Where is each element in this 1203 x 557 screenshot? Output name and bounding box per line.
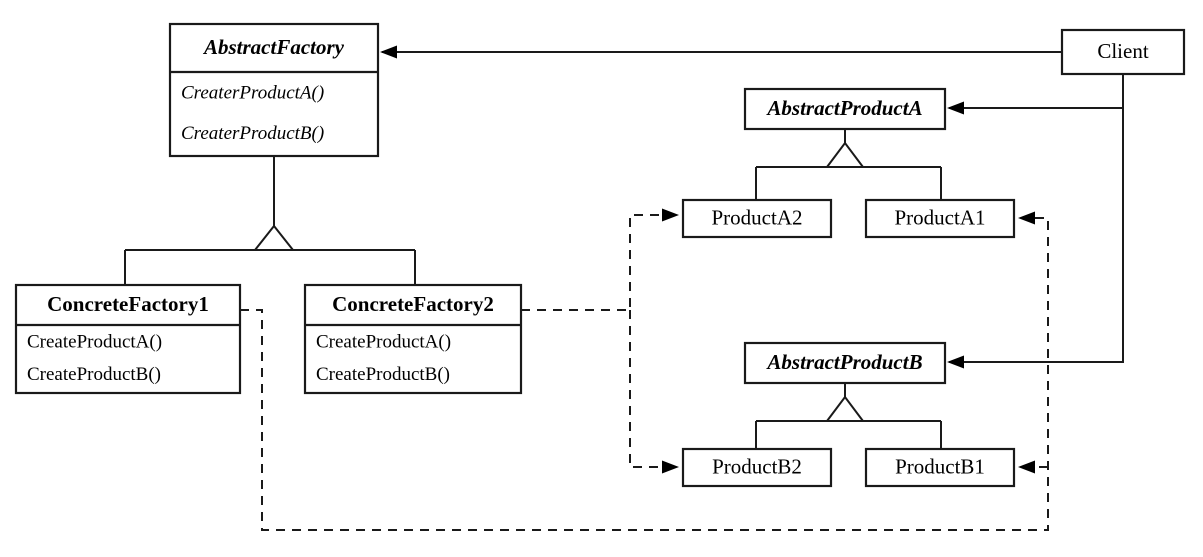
class-name-label: ProductB2 [712, 454, 802, 478]
generalization-triangle-icon [825, 141, 865, 168]
class-box-frame [864, 447, 1016, 488]
generalization-layer [124, 129, 942, 449]
dependency-arrow-icon [662, 208, 679, 222]
dependency-concrete-factory-2-to-product-b2 [629, 310, 679, 474]
generalization-product-b-generalization [755, 383, 942, 449]
dependency-arrow-icon [1018, 211, 1035, 225]
class-method-label: CreateProductB() [316, 364, 450, 385]
dependency-line [629, 310, 673, 468]
association-client-to-abstract-product-b [947, 108, 1124, 369]
association-arrow-icon [380, 45, 397, 59]
class-box-product-b2[interactable]: ProductB2 [681, 447, 833, 488]
class-method-label: CreaterProductB() [181, 123, 324, 144]
class-name-label: AbstractProductB [765, 350, 922, 374]
class-name-label: ProductA2 [712, 205, 803, 229]
class-box-frame [303, 283, 523, 395]
class-box-product-a1[interactable]: ProductA1 [864, 198, 1016, 239]
class-box-client[interactable]: Client [1060, 28, 1186, 76]
association-arrow-icon [947, 355, 964, 369]
generalization-product-a-generalization [755, 129, 942, 200]
class-box-frame [14, 283, 242, 395]
class-name-label: ProductB1 [895, 454, 985, 478]
dependency-concrete-factory-2-to-product-a2 [521, 208, 679, 311]
class-box-frame [864, 198, 1016, 239]
class-box-product-a2[interactable]: ProductA2 [681, 198, 833, 239]
class-name-label: ConcreteFactory2 [332, 292, 494, 316]
class-box-frame [168, 22, 380, 158]
dependency-line [521, 214, 673, 311]
class-name-label: AbstractProductA [765, 96, 922, 120]
association-client-to-abstract-factory [380, 45, 1062, 59]
association-line [949, 108, 1124, 363]
association-arrow-icon [947, 101, 964, 115]
class-method-label: CreateProductB() [27, 364, 161, 385]
class-box-frame [681, 198, 833, 239]
class-box-frame [681, 447, 833, 488]
dependency-concrete-factory-1-to-product-a1 [240, 211, 1049, 531]
dependency-arrow-icon [1018, 460, 1035, 474]
class-box-frame [743, 341, 947, 385]
generalization-factory-generalization [124, 156, 416, 285]
class-method-label: CreateProductA() [27, 331, 162, 352]
dependency-arrow-icon [662, 460, 679, 474]
association-layer [380, 45, 1124, 369]
class-name-label: ConcreteFactory1 [47, 292, 209, 316]
class-method-label: CreateProductA() [316, 331, 451, 352]
dependency-layer [240, 208, 1049, 531]
class-box-frame [743, 87, 947, 131]
generalization-triangle-icon [825, 395, 865, 422]
class-box-abstract-product-a[interactable]: AbstractProductA [743, 87, 947, 131]
class-box-frame [1060, 28, 1186, 76]
class-box-product-b1[interactable]: ProductB1 [864, 447, 1016, 488]
class-name-label: ProductA1 [895, 205, 986, 229]
class-name-label: Client [1097, 39, 1148, 63]
class-method-label: CreaterProductA() [181, 83, 324, 104]
generalization-triangle-icon [252, 224, 296, 251]
dependency-line [240, 217, 1049, 531]
class-name-label: AbstractFactory [202, 35, 345, 59]
dependency-concrete-factory-1-to-product-b1 [1018, 460, 1048, 474]
class-box-abstract-product-b[interactable]: AbstractProductB [743, 341, 947, 385]
